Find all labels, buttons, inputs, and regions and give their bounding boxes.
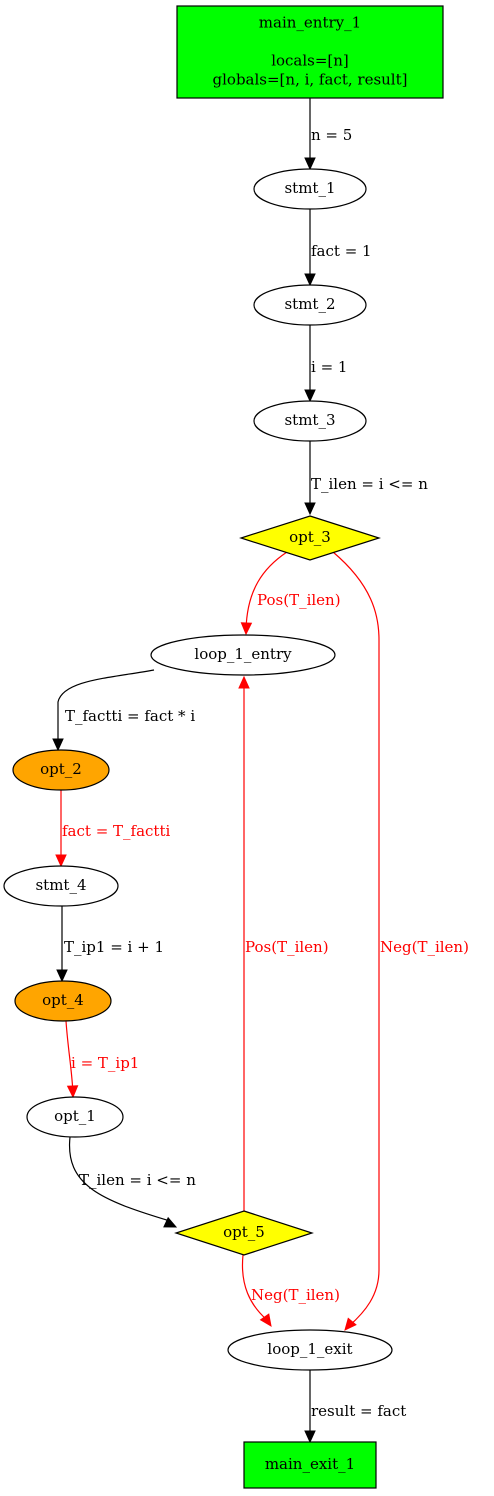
edge-loop_1_entry-to-opt_2 bbox=[52, 669, 155, 752]
node-shape-ellipse bbox=[26, 1096, 124, 1138]
node-label: locals=[n] bbox=[271, 52, 349, 70]
arrowhead-icon bbox=[304, 502, 316, 516]
edge-opt_4-to-opt_1 bbox=[65, 1020, 79, 1099]
edge-label: T_ip1 = i + 1 bbox=[64, 938, 164, 956]
node-shape-ellipse bbox=[253, 284, 367, 326]
arrowhead-icon bbox=[304, 1430, 316, 1444]
edge-label: n = 5 bbox=[311, 126, 352, 144]
node-opt_5: opt_5 bbox=[174, 1210, 314, 1256]
edge-opt_5-to-loop_1_exit bbox=[241, 1254, 272, 1327]
edge-opt_1-to-opt_5 bbox=[68, 1136, 178, 1228]
edge-label: T_factti = fact * i bbox=[65, 707, 195, 725]
edge-label: i = 1 bbox=[311, 358, 347, 376]
edge-label: result = fact bbox=[311, 1402, 406, 1420]
node-opt_2: opt_2 bbox=[12, 749, 110, 791]
edge-stmt_2-to-stmt_3 bbox=[304, 325, 316, 403]
edge-opt_2-to-stmt_4 bbox=[55, 790, 67, 868]
node-shape-ellipse bbox=[227, 1329, 393, 1371]
node-shape-box bbox=[176, 5, 444, 99]
arrowhead-icon bbox=[52, 738, 64, 752]
node-main_exit: main_exit_1 bbox=[243, 1441, 377, 1489]
node-label: main_exit_1 bbox=[265, 1455, 355, 1473]
node-label: opt_4 bbox=[42, 991, 84, 1009]
edge-label: fact = 1 bbox=[311, 242, 372, 260]
edge-label: i = T_ip1 bbox=[71, 1054, 139, 1072]
node-label: opt_1 bbox=[54, 1107, 96, 1125]
edge-label: Neg(T_ilen) bbox=[380, 938, 469, 956]
edge-line bbox=[57, 669, 155, 747]
edge-label: Neg(T_ilen) bbox=[251, 1286, 340, 1304]
edge-line bbox=[241, 1254, 268, 1321]
arrowhead-icon bbox=[304, 389, 316, 403]
edge-stmt_3-to-opt_3 bbox=[304, 441, 316, 516]
edge-label: T_ilen = i <= n bbox=[311, 475, 428, 493]
edge-stmt_4-to-opt_4 bbox=[56, 906, 68, 983]
node-loop_1_entry: loop_1_entry bbox=[150, 634, 336, 676]
node-label: main_entry_1 bbox=[259, 14, 361, 32]
node-label: opt_5 bbox=[223, 1223, 265, 1241]
edge-stmt_1-to-stmt_2 bbox=[304, 209, 316, 287]
node-label: loop_1_exit bbox=[267, 1340, 352, 1358]
arrowhead-icon bbox=[259, 1313, 272, 1327]
edge-label: Pos(T_ilen) bbox=[245, 938, 329, 956]
node-stmt_4: stmt_4 bbox=[3, 865, 119, 907]
edge-opt_5-to-loop_1_entry bbox=[238, 675, 250, 1211]
arrowhead-icon bbox=[163, 1216, 178, 1228]
edge-label: T_ilen = i <= n bbox=[79, 1171, 196, 1189]
arrowhead-icon bbox=[344, 1317, 357, 1331]
arrowhead-icon bbox=[238, 675, 250, 689]
node-label: loop_1_entry bbox=[194, 645, 292, 663]
node-shape-box bbox=[243, 1441, 377, 1489]
node-shape-diamond bbox=[174, 1210, 314, 1256]
node-stmt_1: stmt_1 bbox=[253, 168, 367, 210]
node-opt_3: opt_3 bbox=[239, 515, 381, 561]
node-shape-ellipse bbox=[150, 634, 336, 676]
node-shape-ellipse bbox=[14, 980, 112, 1022]
edge-opt_3-to-loop_1_entry bbox=[240, 551, 288, 636]
node-shape-ellipse bbox=[253, 168, 367, 210]
edge-opt_3-to-loop_1_exit bbox=[332, 551, 380, 1331]
node-label: opt_3 bbox=[289, 528, 331, 546]
edge-label: Pos(T_ilen) bbox=[257, 591, 341, 609]
edge-label: fact = T_factti bbox=[62, 822, 170, 840]
node-label: stmt_1 bbox=[284, 179, 335, 197]
arrowhead-icon bbox=[240, 622, 253, 636]
node-opt_1: opt_1 bbox=[26, 1096, 124, 1138]
arrowhead-icon bbox=[56, 969, 68, 983]
arrowhead-icon bbox=[55, 854, 67, 868]
edge-main_entry-to-stmt_1 bbox=[304, 98, 316, 171]
edge-line bbox=[68, 1136, 171, 1222]
node-stmt_3: stmt_3 bbox=[253, 400, 367, 442]
node-shape-ellipse bbox=[3, 865, 119, 907]
node-label: stmt_4 bbox=[35, 876, 86, 894]
node-stmt_2: stmt_2 bbox=[253, 284, 367, 326]
node-shape-ellipse bbox=[253, 400, 367, 442]
arrowhead-icon bbox=[304, 157, 316, 171]
arrowhead-icon bbox=[66, 1085, 79, 1099]
node-shape-ellipse bbox=[12, 749, 110, 791]
edge-line bbox=[245, 551, 288, 631]
node-shape-diamond bbox=[239, 515, 381, 561]
node-opt_4: opt_4 bbox=[14, 980, 112, 1022]
arrowhead-icon bbox=[304, 273, 316, 287]
node-main_entry: main_entry_1 locals=[n]globals=[n, i, fac… bbox=[176, 5, 444, 99]
node-label: stmt_3 bbox=[284, 411, 335, 429]
node-label: globals=[n, i, fact, result] bbox=[213, 71, 408, 89]
node-label: opt_2 bbox=[40, 760, 82, 778]
node-loop_1_exit: loop_1_exit bbox=[227, 1329, 393, 1371]
edge-loop_1_exit-to-main_exit bbox=[304, 1370, 316, 1444]
node-label: stmt_2 bbox=[284, 295, 335, 313]
edge-line bbox=[332, 551, 380, 1327]
